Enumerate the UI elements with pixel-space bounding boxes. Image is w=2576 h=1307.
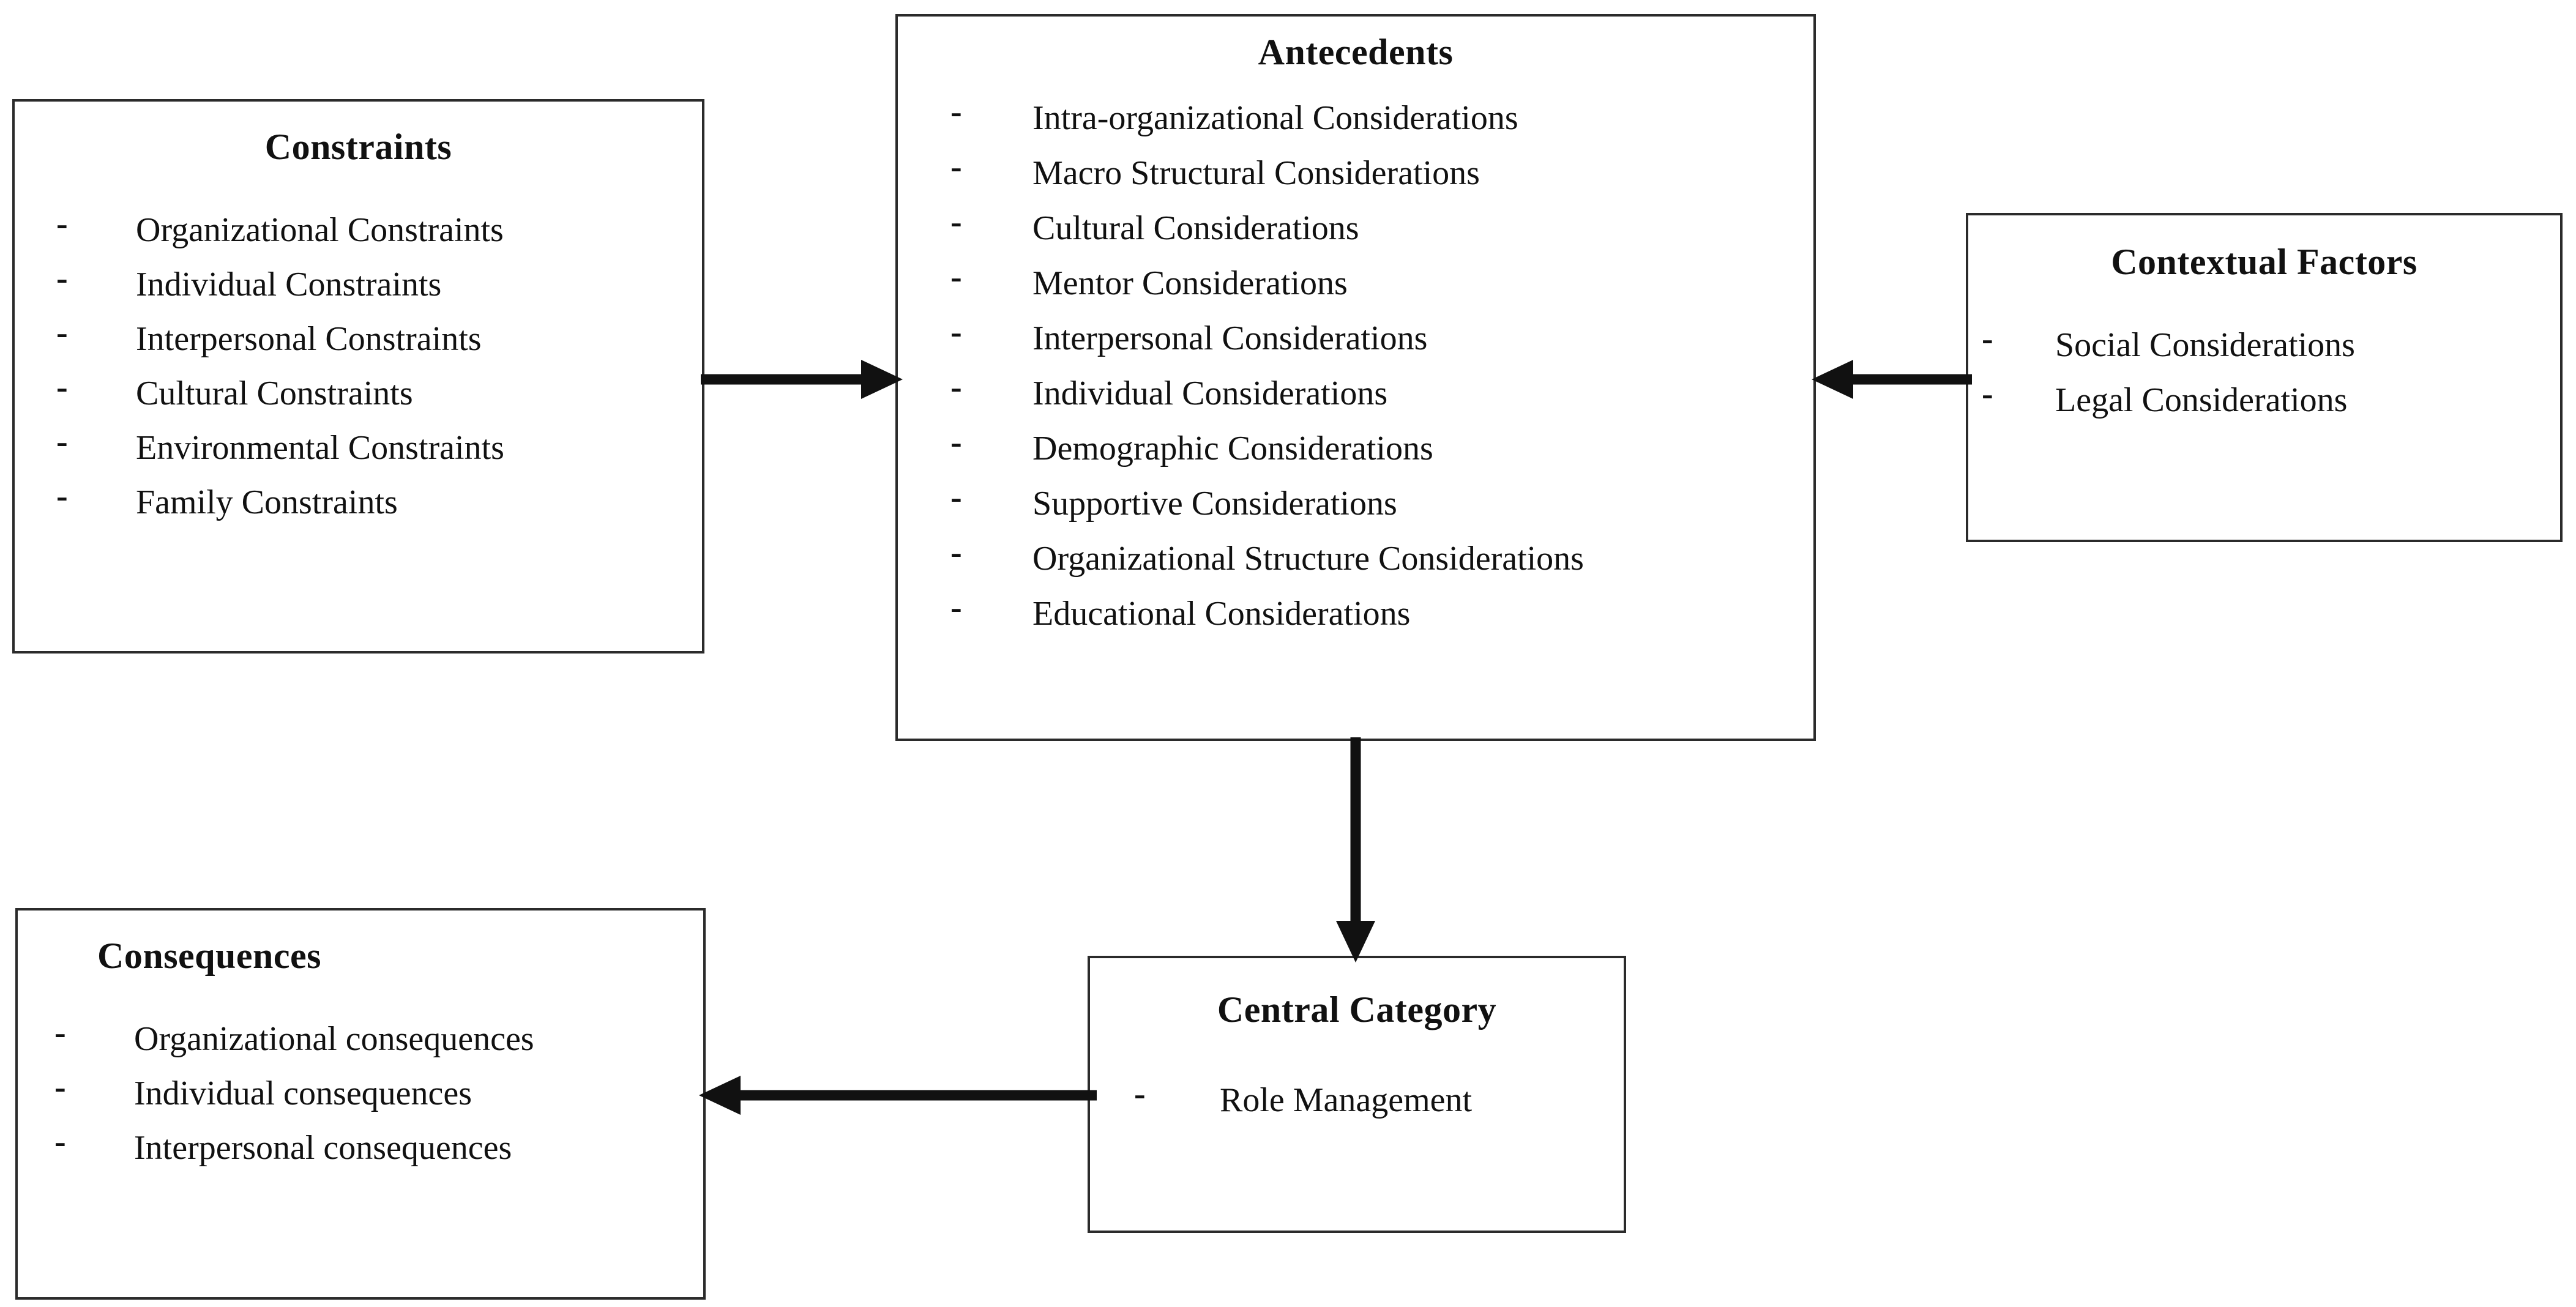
- list-item: - Macro Structural Considerations: [950, 150, 1813, 192]
- dash-bullet-icon: -: [950, 203, 962, 241]
- list-item-label: Organizational Constraints: [136, 211, 504, 249]
- list-item-label: Cultural Constraints: [136, 374, 413, 412]
- antecedents-title: Antecedents: [1258, 32, 1454, 72]
- constraints-box: Constraints - Organizational Constraints…: [12, 99, 704, 654]
- constraints-title: Constraints: [264, 127, 452, 167]
- dash-bullet-icon: -: [950, 258, 962, 296]
- list-item-label: Educational Considerations: [1032, 595, 1411, 633]
- list-item: - Organizational Constraints: [56, 207, 702, 249]
- dash-bullet-icon: -: [54, 1068, 66, 1106]
- arrow-antecedents-to-central-category: [1334, 737, 1377, 963]
- dash-bullet-icon: -: [54, 1014, 66, 1052]
- list-item: - Individual Constraints: [56, 261, 702, 303]
- list-item-label: Legal Considerations: [2055, 381, 2348, 419]
- list-item-label: Organizational Structure Considerations: [1032, 540, 1584, 578]
- central-category-list: - Role Management: [1090, 1077, 1624, 1119]
- list-item-label: Individual Considerations: [1032, 374, 1388, 412]
- list-item: - Organizational Structure Consideration…: [950, 535, 1813, 578]
- list-item-label: Environmental Constraints: [136, 429, 504, 467]
- list-item-label: Organizational consequences: [134, 1020, 534, 1058]
- dash-bullet-icon: -: [56, 205, 68, 243]
- list-item-label: Cultural Considerations: [1032, 209, 1359, 247]
- list-item: - Intra-organizational Considerations: [950, 95, 1813, 137]
- antecedents-list: - Intra-organizational Considerations - …: [898, 95, 1813, 633]
- dash-bullet-icon: -: [56, 477, 68, 515]
- dash-bullet-icon: -: [950, 534, 962, 572]
- dash-bullet-icon: -: [950, 313, 962, 351]
- arrow-central-category-to-consequences: [699, 1074, 1097, 1117]
- list-item-label: Demographic Considerations: [1032, 430, 1433, 467]
- central-category-title: Central Category: [1217, 989, 1497, 1030]
- dash-bullet-icon: -: [950, 478, 962, 516]
- list-item-label: Intra-organizational Considerations: [1032, 99, 1518, 137]
- list-item: - Interpersonal Constraints: [56, 316, 702, 358]
- contextual-factors-list: - Social Considerations - Legal Consider…: [1968, 322, 2560, 419]
- dash-bullet-icon: -: [54, 1123, 66, 1161]
- list-item: - Educational Considerations: [950, 590, 1813, 633]
- contextual-factors-box: Contextual Factors - Social Consideratio…: [1966, 213, 2563, 542]
- antecedents-box: Antecedents - Intra-organizational Consi…: [895, 14, 1816, 741]
- list-item: - Interpersonal Considerations: [950, 315, 1813, 357]
- dash-bullet-icon: -: [56, 368, 68, 406]
- list-item: - Supportive Considerations: [950, 480, 1813, 523]
- dash-bullet-icon: -: [950, 368, 962, 406]
- list-item: - Demographic Considerations: [950, 425, 1813, 467]
- consequences-title: Consequences: [97, 936, 322, 976]
- dash-bullet-icon: -: [1982, 375, 1993, 413]
- list-item-label: Family Constraints: [136, 483, 398, 521]
- list-item: - Social Considerations: [1982, 322, 2560, 364]
- dash-bullet-icon: -: [950, 423, 962, 461]
- list-item-label: Macro Structural Considerations: [1032, 154, 1480, 192]
- list-item: - Role Management: [1134, 1077, 1624, 1119]
- dash-bullet-icon: -: [1982, 320, 1993, 358]
- consequences-list: - Organizational consequences - Individu…: [18, 1016, 703, 1167]
- arrow-constraints-to-antecedents: [701, 358, 903, 401]
- central-category-box: Central Category - Role Management: [1088, 956, 1626, 1233]
- list-item-label: Interpersonal Considerations: [1032, 319, 1428, 357]
- dash-bullet-icon: -: [56, 314, 68, 352]
- consequences-box: Consequences - Organizational consequenc…: [15, 908, 706, 1300]
- contextual-factors-title: Contextual Factors: [2111, 242, 2417, 282]
- arrow-contextual-factors-to-antecedents: [1812, 358, 1972, 401]
- list-item: - Organizational consequences: [54, 1016, 703, 1058]
- list-item-label: Supportive Considerations: [1032, 485, 1397, 523]
- list-item-label: Mentor Considerations: [1032, 264, 1348, 302]
- dash-bullet-icon: -: [950, 148, 962, 186]
- list-item: - Family Constraints: [56, 479, 702, 521]
- list-item-label: Individual Constraints: [136, 266, 442, 303]
- list-item: - Legal Considerations: [1982, 377, 2560, 419]
- constraints-list: - Organizational Constraints - Individua…: [15, 207, 702, 521]
- list-item: - Cultural Constraints: [56, 370, 702, 412]
- list-item-label: Social Considerations: [2055, 326, 2355, 364]
- list-item: - Mentor Considerations: [950, 260, 1813, 302]
- list-item: - Cultural Considerations: [950, 205, 1813, 247]
- list-item-label: Individual consequences: [134, 1074, 472, 1112]
- list-item: - Environmental Constraints: [56, 425, 702, 467]
- list-item-label: Role Management: [1220, 1081, 1473, 1119]
- dash-bullet-icon: -: [950, 589, 962, 627]
- dash-bullet-icon: -: [1134, 1075, 1146, 1113]
- dash-bullet-icon: -: [56, 259, 68, 297]
- list-item-label: Interpersonal consequences: [134, 1129, 512, 1167]
- list-item-label: Interpersonal Constraints: [136, 320, 482, 358]
- list-item: - Interpersonal consequences: [54, 1125, 703, 1167]
- list-item: - Individual Considerations: [950, 370, 1813, 412]
- list-item: - Individual consequences: [54, 1070, 703, 1112]
- dash-bullet-icon: -: [950, 93, 962, 131]
- dash-bullet-icon: -: [56, 423, 68, 461]
